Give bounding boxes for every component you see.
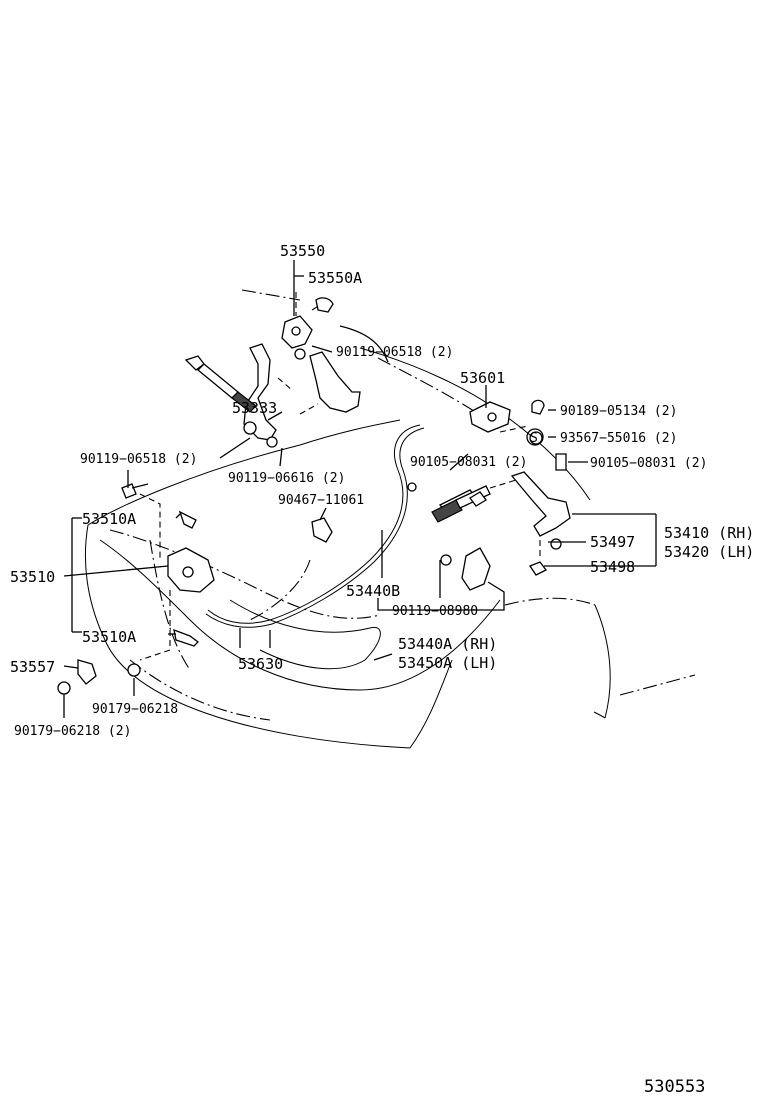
label-90119-06518-top: 90119−06518 (2) (336, 345, 453, 360)
gas-strut-left (184, 355, 278, 448)
label-53601: 53601 (460, 369, 505, 387)
label-90119-06518-left: 90119−06518 (2) (80, 452, 197, 467)
label-53550: 53550 (280, 242, 325, 260)
label-53498: 53498 (590, 558, 635, 576)
label-93567-55016: 93567−55016 (2) (560, 431, 677, 446)
label-53420-lh: 53420 (LH) (664, 543, 754, 561)
label-53450A-lh: 53450A (LH) (398, 654, 497, 672)
small-parts-bottom-left (57, 517, 333, 695)
label-90467-11061: 90467−11061 (278, 493, 364, 508)
label-90119-08980: 90119−08980 (392, 604, 478, 619)
label-53630: 53630 (238, 655, 283, 673)
label-90179-06218: 90179−06218 (92, 702, 178, 717)
label-90105-08031-mid: 90105−08031 (2) (410, 455, 527, 470)
hinge-53410 (489, 471, 571, 576)
label-53510A-top: 53510A (82, 510, 136, 528)
hinge-arm-53333 (243, 343, 361, 441)
s-mark-label: S (530, 431, 538, 446)
leader-lines (63, 260, 657, 718)
label-53550A: 53550A (308, 269, 362, 287)
label-53440A-rh: 53440A (RH) (398, 635, 497, 653)
label-53510A-bottom: 53510A (82, 628, 136, 646)
s-mark-icon: S (526, 428, 544, 446)
gas-strut-right (431, 485, 491, 591)
label-53410-rh: 53410 (RH) (664, 524, 754, 542)
latch-53601 (469, 399, 567, 471)
lock-53510 (121, 483, 215, 661)
label-90189-05134: 90189−05134 (2) (560, 404, 677, 419)
label-90105-08031-right: 90105−08031 (2) (590, 456, 707, 471)
label-53440B: 53440B (346, 582, 400, 600)
label-90179-06218-2: 90179−06218 (2) (14, 724, 131, 739)
label-53557: 53557 (10, 658, 55, 676)
label-53510: 53510 (10, 568, 55, 586)
trunk-lid-outline (84, 347, 696, 749)
label-90119-06616: 90119−06616 (2) (228, 471, 345, 486)
hinge-53550 (241, 289, 334, 360)
label-53497: 53497 (590, 533, 635, 551)
label-53333: 53333 (232, 399, 277, 417)
figure-reference-number: 530553 (644, 1077, 705, 1097)
